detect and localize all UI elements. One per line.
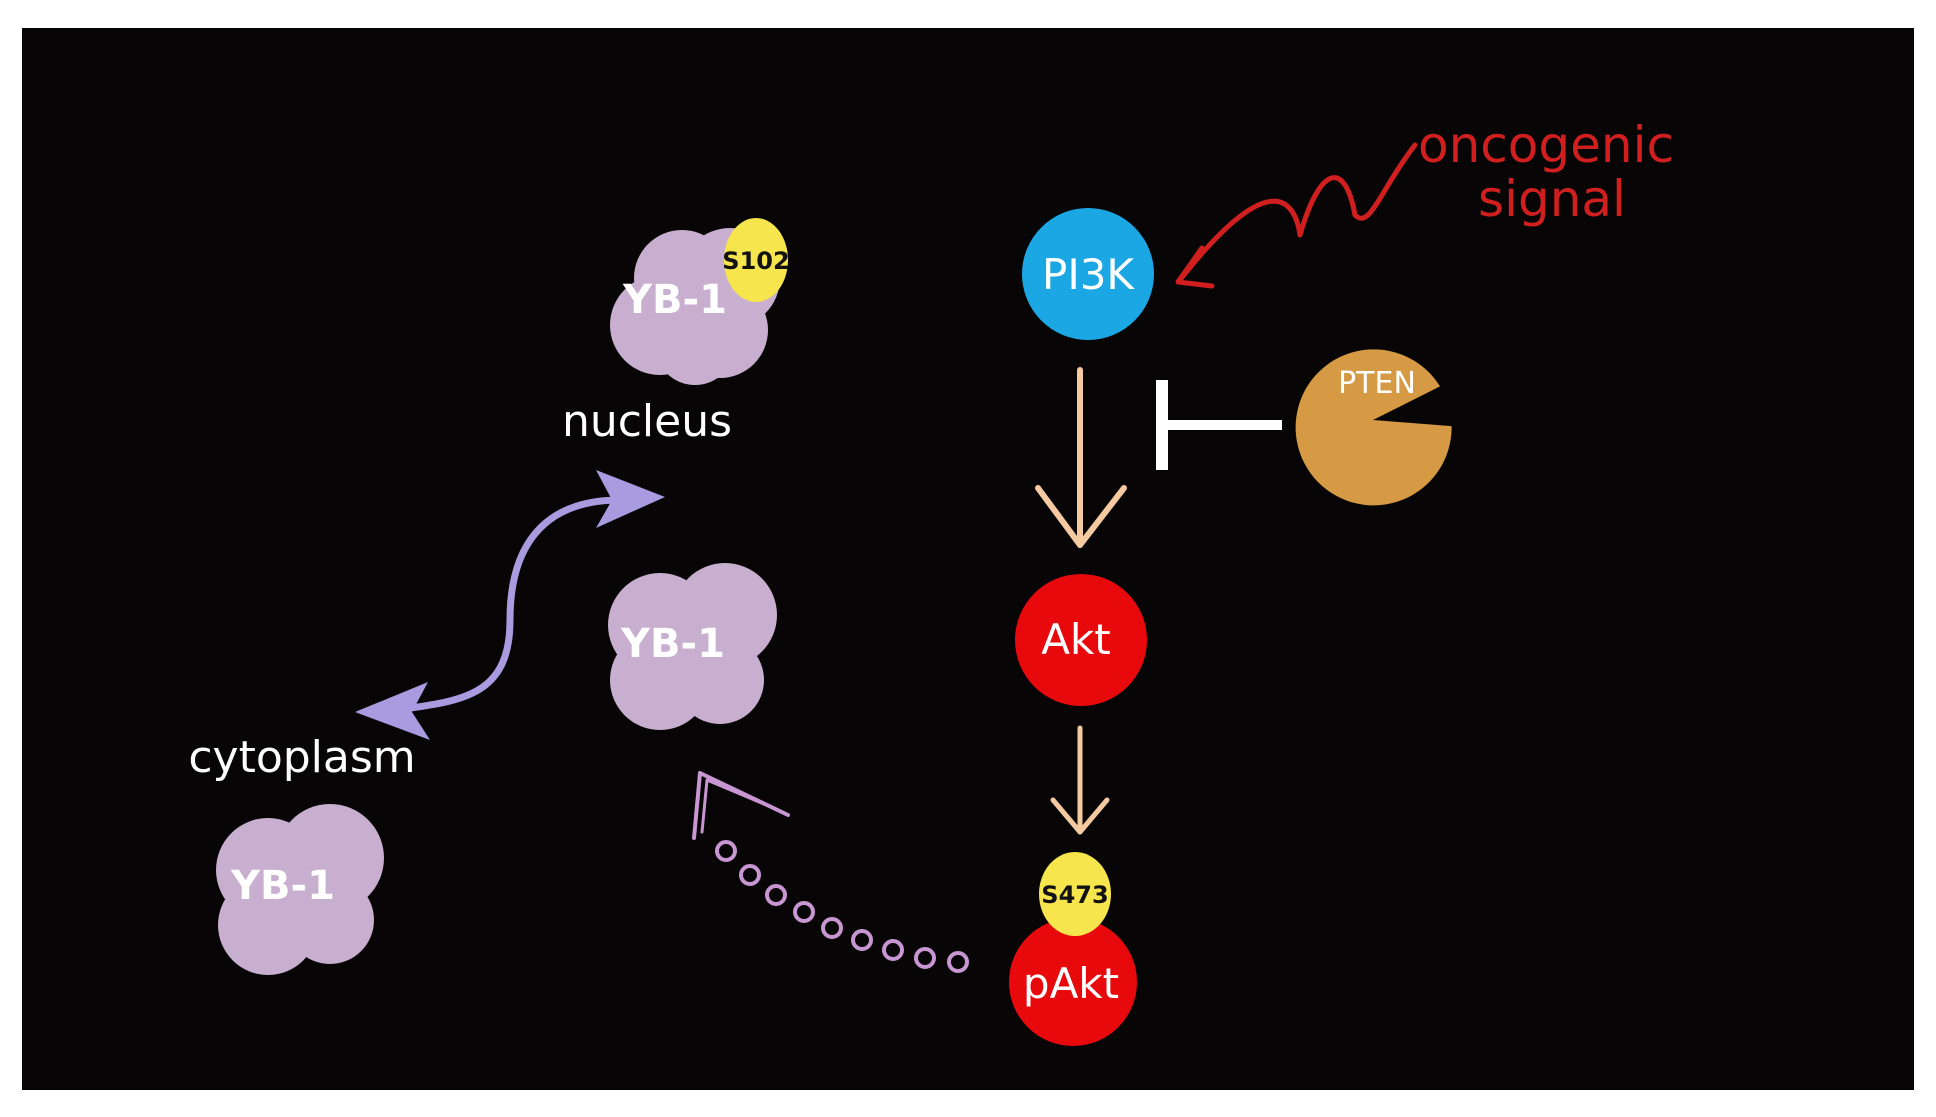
pten-node [1295, 349, 1452, 506]
cytoplasm-label: cytoplasm [188, 732, 415, 783]
oncogenic-signal-arrowhead [1175, 245, 1215, 289]
pakt-label: pAkt [1023, 959, 1119, 1008]
yb1-middle-blob [608, 563, 777, 730]
s473-site-label: S473 [1041, 881, 1108, 909]
yb1-middle-label: YB-1 [620, 621, 725, 667]
nucleus-label: nucleus [562, 396, 732, 447]
pi3k-node [1022, 208, 1154, 340]
s473-site-badge [1039, 852, 1111, 936]
signal-label-line1: oncogenic [1418, 116, 1674, 174]
shuttle-arrowhead-cytoplasm [355, 682, 430, 740]
akt-label: Akt [1041, 615, 1111, 664]
akt-to-pakt-arrowhead [1050, 797, 1110, 835]
pten-label: PTEN [1338, 366, 1416, 401]
s102-site-badge [724, 218, 788, 302]
signal-label-line2: signal [1478, 170, 1626, 228]
pakt-node [1009, 918, 1137, 1046]
s102-site-label: S102 [722, 247, 789, 275]
akt-node [1015, 574, 1147, 706]
oncogenic-signal-path [1177, 142, 1418, 283]
pi3k-label: PI3K [1042, 250, 1135, 299]
shuttle-arrow-curve [406, 496, 624, 712]
pakt-trail-arrowhead-inner [700, 778, 780, 834]
pi3k-to-akt-arrowhead [1035, 485, 1127, 548]
yb1-cytoplasm-label: YB-1 [230, 863, 335, 909]
shuttle-arrowhead-nucleus [596, 470, 665, 528]
yb1-nucleus-label: YB-1 [622, 277, 727, 323]
yb1-cytoplasm-blob [216, 804, 384, 975]
pakt-to-yb1-dotted-trail [715, 840, 969, 973]
